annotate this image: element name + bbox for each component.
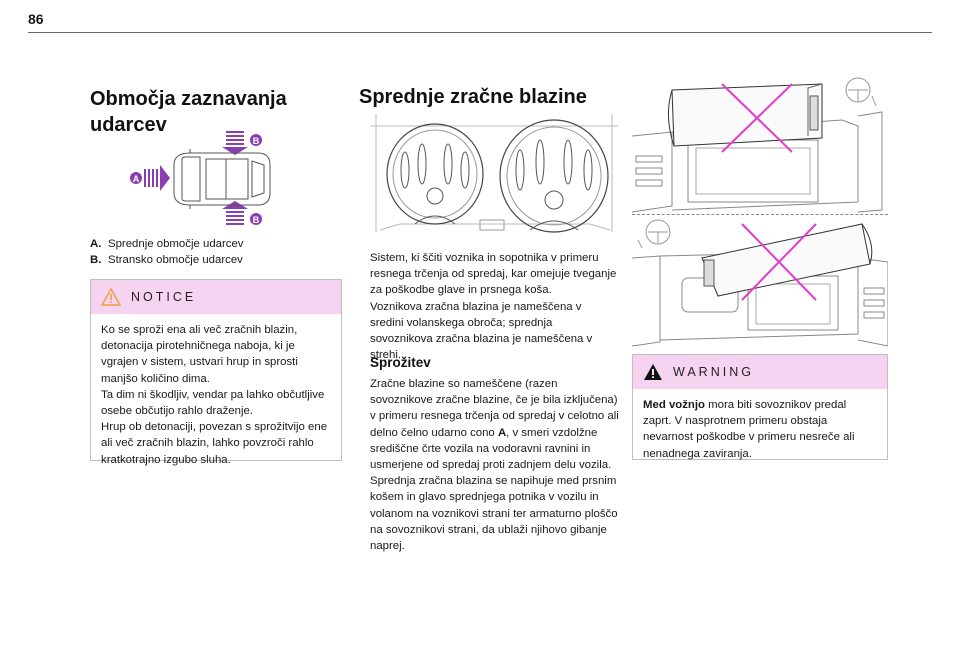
notice-body: Ko se sproži ena ali več zračnih blazin,… — [91, 314, 341, 468]
warning-title: WARNING — [673, 365, 754, 379]
impact-zones-diagram: A B B — [130, 127, 280, 229]
legend-item-b: B.Stransko območje udarcev — [90, 254, 243, 266]
zone-a-label: A — [133, 174, 140, 184]
activation-text: Zračne blazine so nameščene (razen sovoz… — [370, 378, 619, 553]
zone-b-top-label: B — [253, 136, 260, 146]
intro-paragraph: Sistem, ki ščiti voznika in sopotnika v … — [370, 252, 617, 297]
warning-box-header: WARNING — [633, 355, 887, 389]
impact-zones-legend: A.Sprednje območje udarcev B.Stransko ob… — [90, 236, 342, 268]
warning-body: Med vožnjo mora biti sovoznikov predal z… — [633, 389, 887, 462]
glovebox-closed-illustration — [632, 76, 888, 214]
front-airbags-intro: Sistem, ki ščiti voznika in sopotnika v … — [370, 250, 618, 363]
header-rule — [28, 32, 932, 33]
intro-paragraph: Voznikova zračna blazina je nameščena v … — [370, 300, 593, 362]
legend-item-a: A.Sprednje območje udarcev — [90, 238, 244, 250]
airbag-deployment-illustration — [370, 112, 618, 238]
notice-title: NOTICE — [131, 290, 197, 304]
warning-bold-lead: Med vožnjo — [643, 399, 706, 411]
notice-box: NOTICE Ko se sproži ena ali več zračnih … — [90, 279, 342, 466]
zone-b-bottom-label: B — [253, 215, 260, 225]
warning-box: WARNING Med vožnjo mora biti sovoznikov … — [632, 354, 888, 460]
warning-text: mora biti sovoznikov predal zaprt. V nas… — [643, 399, 855, 460]
notice-box-header: NOTICE — [91, 280, 341, 314]
section-title-impact-zones: Območja zaznavanja udarcev — [90, 88, 287, 136]
notice-triangle-icon — [101, 288, 121, 306]
page-number: 86 — [28, 11, 44, 27]
warning-triangle-icon — [644, 364, 662, 380]
section-title-front-airbags: Sprednje zračne blazine — [359, 86, 587, 108]
notice-paragraph: Ko se sproži ena ali več zračnih blazin,… — [101, 324, 298, 385]
glovebox-rhd-illustration — [632, 218, 888, 348]
subtitle-activation: Sprožitev — [370, 355, 431, 370]
notice-paragraph: Ta dim ni škodljiv, vendar pa lahko obču… — [101, 388, 325, 418]
zone-a-bold: A — [497, 426, 507, 439]
notice-paragraph: Hrup ob detonaciji, povezan s sprožitvij… — [101, 421, 328, 466]
illustration-divider — [632, 214, 888, 215]
